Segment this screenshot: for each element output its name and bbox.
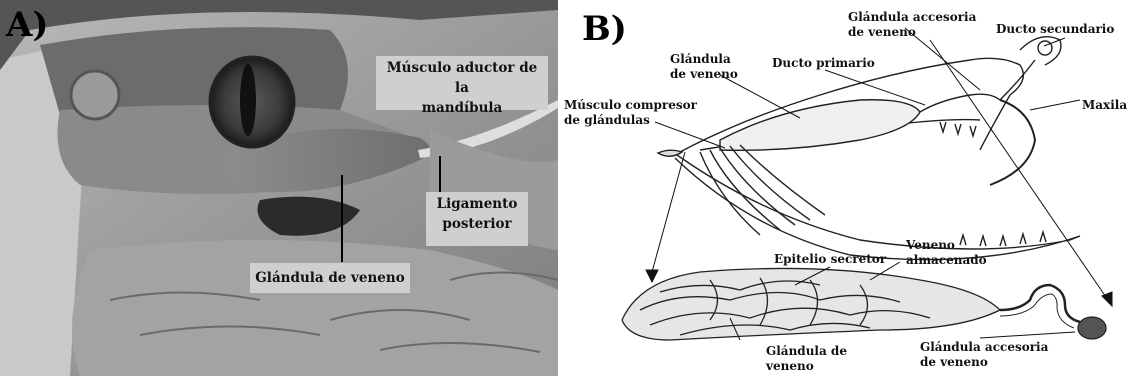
label-ducto-primario: Ducto primario [772, 56, 875, 71]
label-glandula-veneno-bottom-line2: veneno [766, 359, 847, 374]
label-glandula-accesoria-top: Glándula accesoria de veneno [848, 10, 976, 40]
label-ligamento-line1: Ligamento [430, 194, 524, 214]
label-musculo-compresor: Músculo compresor de glándulas [564, 98, 697, 128]
label-ligamento-line2: posterior [430, 214, 524, 234]
label-veneno-almacenado-line1: Veneno [906, 238, 987, 253]
panel-a-photo: A) Músculo aductor de la mandíbula Ligam… [0, 0, 558, 376]
label-glandula-accesoria-bottom-line2: de veneno [920, 355, 1048, 370]
label-epitelio-secretor: Epitelio secretor [774, 252, 886, 267]
panel-b-diagram: B) Glándula accesoria de veneno Ducto se… [560, 0, 1128, 376]
label-ducto-secundario: Ducto secundario [996, 22, 1114, 37]
label-musculo-line2: mandíbula [380, 98, 544, 118]
label-veneno-almacenado-line2: almacenado [906, 253, 987, 268]
label-musculo-compresor-line1: Músculo compresor [564, 98, 697, 113]
label-glandula-accesoria-bottom: Glándula accesoria de veneno [920, 340, 1048, 370]
label-glandula-veneno-top-line1: Glándula [670, 52, 738, 67]
label-glandula-veneno-bottom: Glándula de veneno [766, 344, 847, 374]
label-maxila: Maxila [1082, 98, 1127, 113]
label-glandula-accesoria-top-line1: Glándula accesoria [848, 10, 976, 25]
panel-b-letter: B) [582, 12, 627, 46]
label-glandula-veneno-top-line2: de veneno [670, 67, 738, 82]
label-glandula-veneno: Glándula de veneno [250, 263, 410, 293]
label-musculo-aductor: Músculo aductor de la mandíbula [376, 56, 548, 110]
label-glandula-accesoria-top-line2: de veneno [848, 25, 976, 40]
label-musculo-compresor-line2: de glándulas [564, 113, 697, 128]
label-glandula-accesoria-bottom-line1: Glándula accesoria [920, 340, 1048, 355]
label-ligamento-posterior: Ligamento posterior [426, 192, 528, 246]
label-musculo-line1: Músculo aductor de la [380, 58, 544, 98]
label-veneno-almacenado: Veneno almacenado [906, 238, 987, 268]
label-glandula-veneno-top: Glándula de veneno [670, 52, 738, 82]
label-glandula-veneno-bottom-line1: Glándula de [766, 344, 847, 359]
panel-a-letter: A) [6, 8, 48, 42]
